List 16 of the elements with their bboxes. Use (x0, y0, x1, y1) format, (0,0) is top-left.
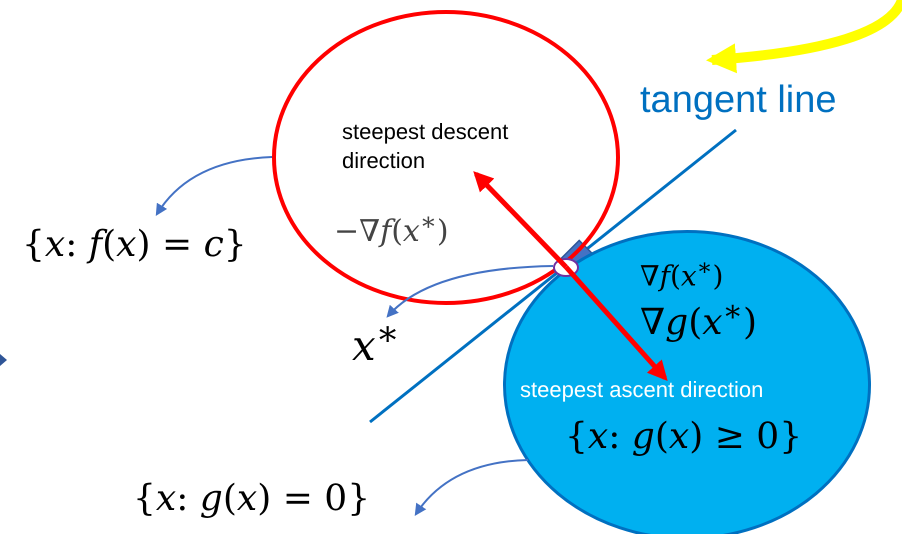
set-label: {x: f(x) = c} (22, 223, 247, 267)
gradient-formula: ∇g(x$^{∗}$) (640, 293, 757, 345)
gradient-formula: ∇f(x$^{∗}$) (640, 252, 724, 294)
set-label: {x: g(x) ≥ 0} (565, 415, 802, 459)
set-label: {x: g(x) = 0} (133, 477, 370, 521)
point-label: x$^{∗}$ (352, 313, 400, 372)
leader-arrow (414, 459, 528, 516)
direction-label: steepest ascent direction (520, 376, 764, 404)
direction-label: steepest descent direction (342, 118, 510, 175)
leader-arrow (473, 171, 568, 269)
pointer-arrow (706, 0, 902, 73)
tangent-line-label: tangent line (640, 78, 836, 123)
leader-arrow (156, 156, 272, 216)
leader-arrow (386, 265, 554, 318)
leader-arrow (564, 265, 668, 381)
gradient-formula: −∇f(x$^{∗}$) (334, 206, 449, 251)
